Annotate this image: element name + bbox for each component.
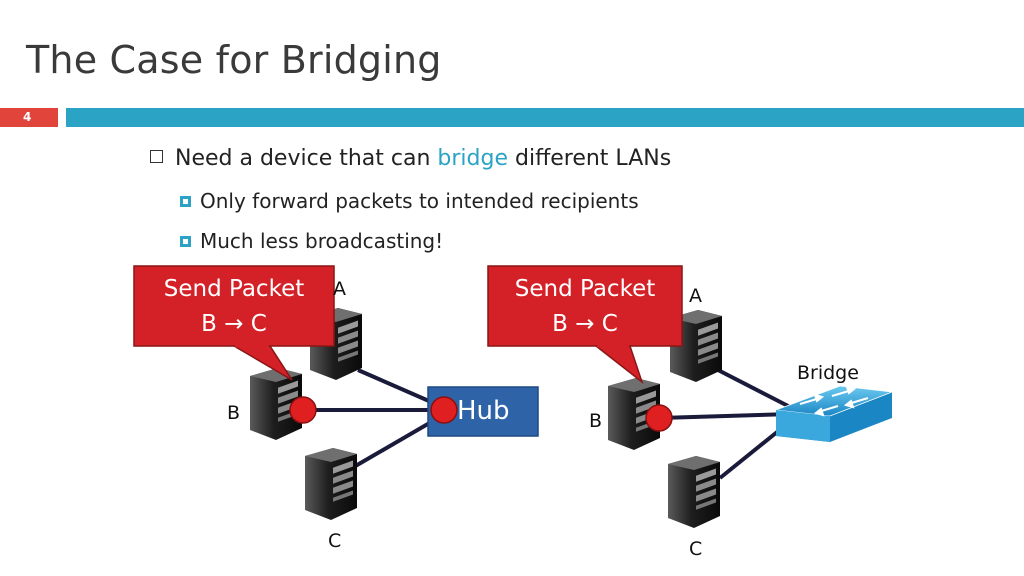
callout-right-text: Send Packet B → C <box>488 272 682 342</box>
bullet-sub-1-text: Only forward packets to intended recipie… <box>200 189 639 213</box>
bridge-switch-icon <box>775 385 893 442</box>
port-b-left <box>289 396 317 424</box>
port-hub <box>430 396 458 424</box>
callout-right-line1: Send Packet <box>514 276 656 302</box>
bullet-sub-2: Much less broadcasting! <box>180 229 443 253</box>
bullet-main: Need a device that can bridge different … <box>150 146 671 171</box>
title-divider-bar <box>66 108 1024 127</box>
callout-right-line2: B → C <box>552 311 618 337</box>
callout-left <box>133 265 335 381</box>
label-a-left: A <box>333 278 346 300</box>
label-a-right: A <box>689 285 702 307</box>
bullet-main-suffix: different LANs <box>515 146 672 171</box>
bullet-main-keyword: bridge <box>437 146 508 171</box>
callout-left-line1: Send Packet <box>163 276 305 302</box>
slide-number-bar: 4 <box>0 108 58 127</box>
square-bullet-icon <box>180 196 191 207</box>
label-c-right: C <box>689 538 703 560</box>
bullet-sub-2-text: Much less broadcasting! <box>200 229 444 253</box>
label-c-left: C <box>328 530 342 552</box>
hub-label: Hub <box>457 396 510 426</box>
label-b-left: B <box>227 402 241 424</box>
bullet-sub-1: Only forward packets to intended recipie… <box>180 189 639 213</box>
callout-left-text: Send Packet B → C <box>134 272 334 342</box>
callout-left-line2: B → C <box>201 311 267 337</box>
server-c-right-icon <box>668 456 720 528</box>
bullet-main-prefix: Need a device that can <box>175 146 431 171</box>
port-b-right <box>645 404 673 432</box>
hollow-square-bullet-icon <box>150 150 163 163</box>
label-b-right: B <box>589 410 603 432</box>
slide-title: The Case for Bridging <box>26 38 442 82</box>
label-bridge: Bridge <box>797 362 859 384</box>
callout-right <box>487 265 683 385</box>
square-bullet-icon <box>180 236 191 247</box>
server-c-left-icon <box>305 448 357 520</box>
slide-number: 4 <box>23 110 32 124</box>
